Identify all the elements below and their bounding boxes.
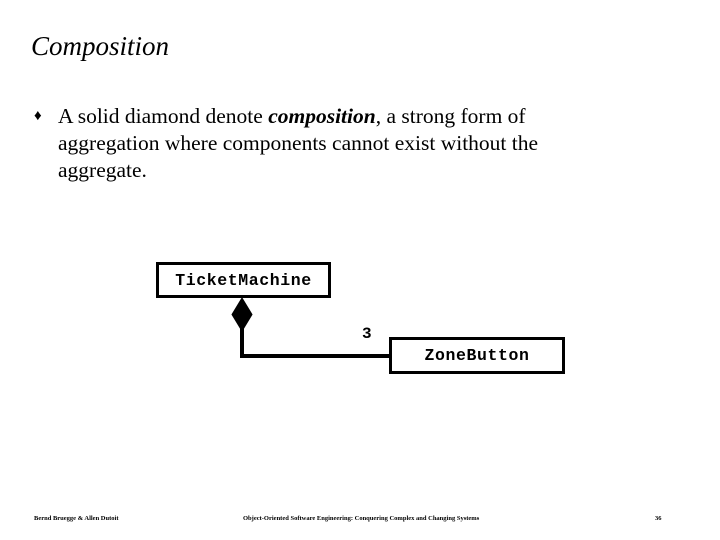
uml-class-zonebutton-label: ZoneButton [424,346,530,365]
footer-book-title: Object-Oriented Software Engineering: Co… [243,515,480,522]
association-line-horizontal [240,354,392,358]
diamond-bullet-icon: ♦ [34,108,42,124]
bullet-text-before: A solid diamond denote [58,104,269,128]
list-item: ♦ A solid diamond denote composition, a … [30,103,630,184]
bullet-text-after: , a strong form of aggregation where com… [58,104,539,182]
uml-class-ticketmachine[interactable]: TicketMachine [156,262,331,298]
footer-page-number: 36 [655,515,662,522]
multiplicity-label: 3 [362,325,372,343]
uml-class-zonebutton[interactable]: ZoneButton [389,337,565,374]
uml-class-ticketmachine-label: TicketMachine [175,270,312,290]
filled-diamond-icon [231,298,253,331]
bullet-emphasis-composition: composition [268,104,376,128]
footer-authors: Bernd Bruegge & Allen Dutoit [34,515,119,522]
association-line-vertical [240,312,244,358]
slide-footer: Bernd Bruegge & Allen Dutoit Object-Orie… [0,512,720,528]
bullet-list: ♦ A solid diamond denote composition, a … [30,103,630,184]
list-item-text: A solid diamond denote composition, a st… [58,103,630,184]
page-title: Composition [31,31,170,61]
